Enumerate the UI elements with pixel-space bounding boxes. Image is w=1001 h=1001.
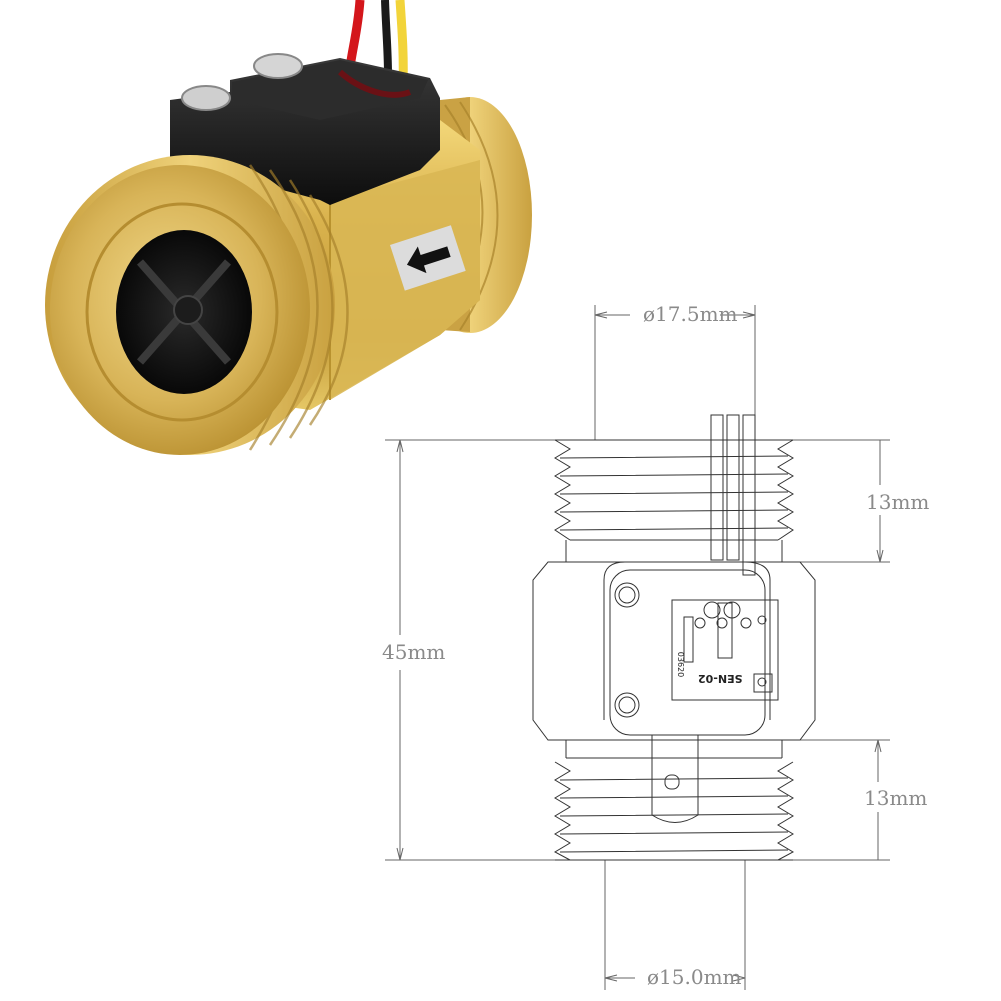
part-code: 03620	[676, 651, 686, 678]
wire-channel	[710, 414, 756, 576]
part-marking: SEN-02	[698, 672, 743, 685]
top-thread	[554, 439, 794, 562]
dim-thread-lengths	[790, 439, 890, 861]
bottom-thread	[553, 735, 795, 861]
dim-label-total-length: 45mm	[382, 640, 446, 664]
product-photo	[45, 0, 532, 455]
dim-bottom-diameter	[604, 860, 746, 990]
screw-icon	[181, 85, 231, 111]
screw-hole	[614, 692, 640, 718]
flow-direction-arrow	[390, 225, 466, 291]
screw-icon	[253, 53, 303, 79]
turbine-hub	[173, 295, 203, 325]
dim-label-top-diameter: ø17.5mm	[643, 302, 738, 326]
dim-label-bottom-thread-length: 13mm	[864, 786, 928, 810]
hex-body-outline	[532, 561, 816, 741]
dim-label-top-thread-length: 13mm	[866, 490, 930, 514]
front-thread	[45, 155, 349, 455]
dim-label-bottom-diameter: ø15.0mm	[647, 965, 742, 989]
screw-hole	[614, 582, 640, 608]
dim-total-length	[385, 439, 560, 861]
technical-drawing	[385, 305, 890, 990]
